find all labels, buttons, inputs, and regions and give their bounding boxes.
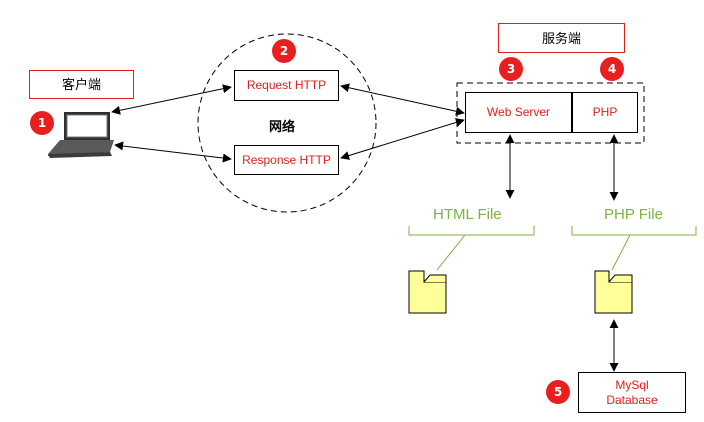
html-file-bracket: [408, 226, 535, 236]
mysql-database-box: MySql Database: [578, 372, 686, 413]
request-http-box: Request HTTP: [234, 70, 339, 101]
html-file-label: HTML File: [433, 206, 502, 223]
arrow-client-request: [111, 84, 232, 115]
folder-icon: [594, 270, 633, 314]
badge-database: 5: [546, 380, 570, 404]
badge-php: 4: [600, 57, 624, 81]
php-box: PHP: [572, 92, 638, 133]
response-http-box: Response HTTP: [234, 145, 339, 175]
server-label-box: 服务端: [498, 23, 625, 53]
badge-web-server: 3: [499, 57, 523, 81]
database-line2: Database: [606, 392, 658, 407]
arrow-request-server: [340, 83, 465, 116]
php-file-bracket: [571, 226, 697, 236]
badge-client: 1: [30, 111, 54, 135]
html-file-leader: [436, 234, 466, 271]
database-line1: MySql: [615, 377, 649, 392]
laptop-icon: [48, 112, 114, 158]
folder-icon: [408, 270, 447, 314]
badge-network: 2: [272, 39, 296, 63]
client-label-box: 客户端: [29, 70, 134, 99]
arrow-response-server: [340, 118, 465, 160]
arrow-client-response: [114, 141, 232, 163]
network-label: 网络: [269, 119, 296, 134]
web-server-box: Web Server: [465, 92, 572, 133]
php-file-label: PHP File: [604, 206, 663, 223]
php-file-leader: [611, 234, 631, 271]
